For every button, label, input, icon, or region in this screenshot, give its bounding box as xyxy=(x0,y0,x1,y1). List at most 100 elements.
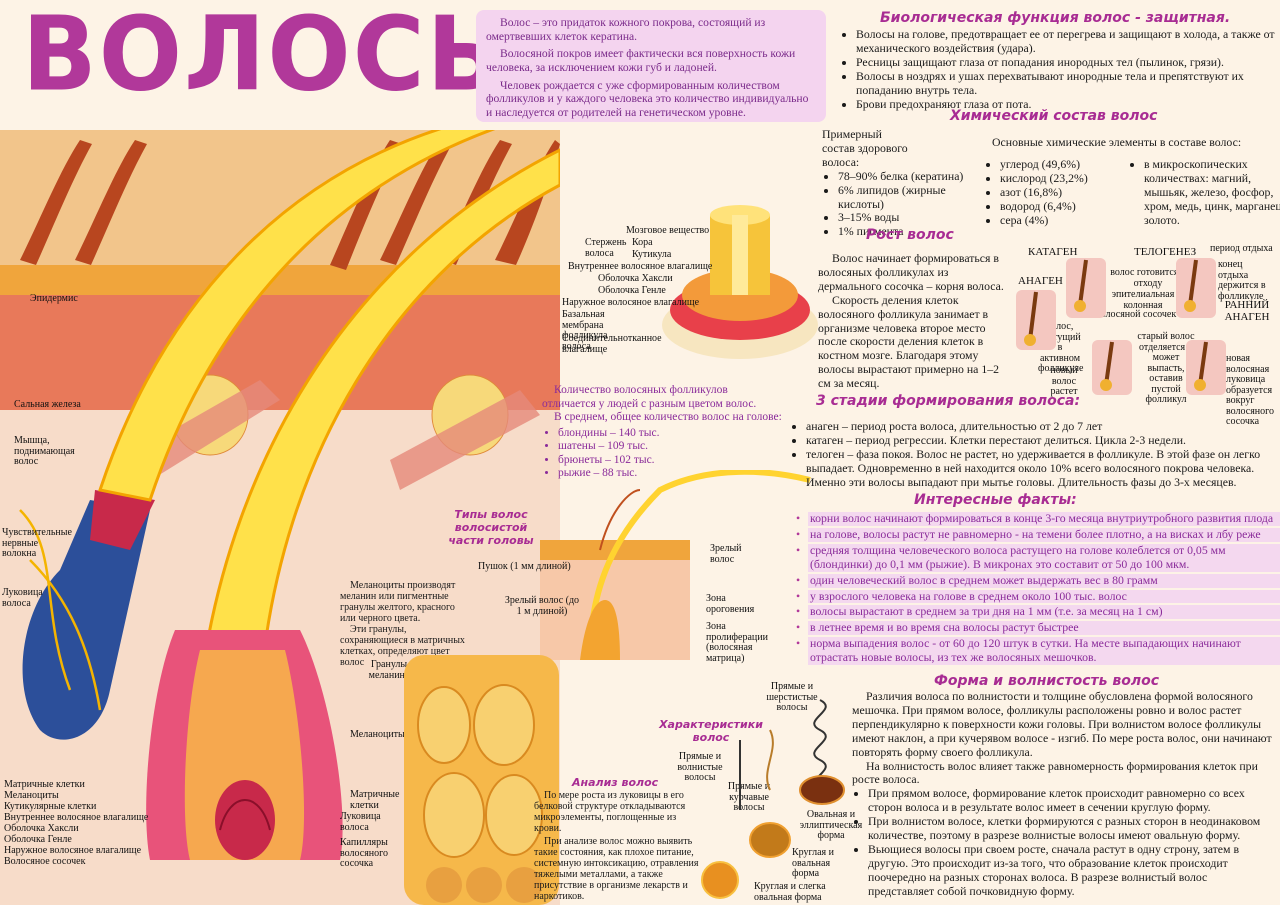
intro-box: Волос – это придаток кожного покрова, со… xyxy=(476,10,826,122)
intro-p2: Волосяной покров имеет фактически вся по… xyxy=(486,47,796,75)
form-p2: На волнистость волос влияет также равном… xyxy=(852,758,1258,787)
chem-left-item: 78–90% белка (кератина) xyxy=(838,169,987,184)
stage-item: катаген – период регрессии. Клетки перес… xyxy=(806,433,1280,448)
fact-item: норма выпадения волос - от 60 до 120 шту… xyxy=(796,636,1280,666)
facts-heading: Интересные факты: xyxy=(914,492,1077,508)
label-bulb: Луковица волоса xyxy=(340,811,381,833)
label-prep: волос готовится к отходу xyxy=(1110,267,1186,289)
label-round-slight: Круглая и слегка овальная форма xyxy=(754,881,826,903)
label-wool: Прямые и шерстистые волосы xyxy=(766,681,818,713)
chem-mid-item: сера (4%) xyxy=(1000,213,1130,228)
analysis-p2: При анализе волос можно выявить такие со… xyxy=(534,836,699,902)
growth-heading: Рост волос xyxy=(866,227,954,243)
chem-mid-item: углерод (49,6%) xyxy=(1000,157,1130,172)
label-cortex: Кора xyxy=(632,237,653,248)
facts-list: корни волос начинают формироваться в кон… xyxy=(794,511,1280,667)
label-connective: Соединительнотканное влагалище xyxy=(562,333,662,355)
label-katagen: КАТАГЕН xyxy=(1028,246,1078,258)
label-new-grows: новый волос растет xyxy=(1050,365,1078,397)
label-fluff: Пушок (1 мм длиной) xyxy=(478,561,571,572)
label-nerves: Чувствительные нервные волокна xyxy=(2,527,72,559)
label-huxley-x: Оболочка Хаксли xyxy=(598,273,673,284)
label-shaft: Стержень волоса xyxy=(585,237,627,259)
label-epidermis: Эпидермис xyxy=(30,293,78,304)
label-round-oval: Круглая и овальная форма xyxy=(792,847,835,879)
bio-item: Волосы на голове, предотвращает ее от пе… xyxy=(856,27,1280,56)
count-item: рыжие – 88 тыс. xyxy=(558,467,782,481)
melanin-p1: Меланоциты производят меланин или пигмен… xyxy=(340,580,456,624)
form-item: При прямом волосе, формирование клеток п… xyxy=(868,786,1272,815)
fact-item: у взрослого человека на голове в среднем… xyxy=(796,589,1280,604)
label-growing: волос, растущий в активном фолликуле xyxy=(1038,321,1084,374)
bio-item: Волосы в ноздрях и ушах перехватывают ин… xyxy=(856,69,1280,98)
analysis-text: По мере роста из луковицы в его белковой… xyxy=(534,790,706,902)
label-melanocytes-left: Меланоциты xyxy=(4,790,59,801)
growth-text: Волос начинает формироваться в волосяных… xyxy=(818,251,1008,391)
count-item: блондины – 140 тыс. xyxy=(558,427,782,441)
label-basal: Базальная мембрана фолликула волоса xyxy=(562,309,608,352)
hair-follicle-illustration xyxy=(0,130,560,905)
label-telogenez: ТЕЛОГЕНЕЗ xyxy=(1134,246,1197,258)
label-henle-x: Оболочка Генле xyxy=(598,285,666,296)
label-cuticle: Кутикула xyxy=(632,249,672,260)
chem-left-title: Примерный состав здорового волоса: xyxy=(822,127,908,169)
character-heading: Характеристики волос xyxy=(659,718,763,745)
form-text: Различия волоса по волнистости и толщине… xyxy=(852,689,1272,899)
label-sebaceous: Сальная железа xyxy=(14,399,81,410)
label-prolif-zone: Зона пролиферации (волосяная матрица) xyxy=(706,621,768,664)
bio-list: Волосы на голове, предотвращает ее от пе… xyxy=(840,27,1280,112)
chem-mid-list: углерод (49,6%) кислород (23,2%) азот (1… xyxy=(984,157,1130,228)
label-early-anagen: РАННИЙ АНАГЕН xyxy=(1224,299,1270,323)
chem-mid-item: водород (6,4%) xyxy=(1000,199,1130,214)
types-heading: Типы волос волосистой части головы xyxy=(448,508,534,548)
bio-heading: Биологическая функция волос - защитная. xyxy=(880,10,1231,26)
stages-heading: 3 стадии формирования волоса: xyxy=(816,393,1081,409)
intro-p3: Человек рождается с уже сформированным к… xyxy=(486,78,809,120)
chem-micro-list: в микроскопических количествах: магний, … xyxy=(1128,157,1280,228)
melanin-text: Меланоциты производят меланин или пигмен… xyxy=(340,580,465,668)
label-bulb-left: Луковица волоса xyxy=(2,587,43,609)
growth-p1: Волос начинает формироваться в волосяных… xyxy=(818,251,1004,293)
label-outer-sheath-x: Наружное волосяное влагалище xyxy=(562,297,700,308)
chem-left-item: 3–15% воды xyxy=(838,211,987,225)
form-heading: Форма и волнистость волос xyxy=(934,673,1160,689)
analysis-p1: По мере роста из луковицы в его белковой… xyxy=(534,790,686,834)
fact-item: средняя толщина человеческого волоса рас… xyxy=(796,543,1280,572)
label-cycle-papilla: волосяной сосочек xyxy=(1096,309,1177,320)
page-title: ВОЛОСЫ xyxy=(22,0,531,115)
label-rest: период отдыха xyxy=(1210,243,1273,254)
label-outer-sheath: Наружное волосяное влагалище xyxy=(4,845,142,856)
melanocyte-illustration xyxy=(404,655,559,905)
label-oval-ellipt: Овальная и эллиптическая форма xyxy=(799,809,863,841)
label-straight-curly: Прямые и курчавые волосы xyxy=(727,781,771,813)
count-p1: Количество волосяных фолликулов отличает… xyxy=(542,384,757,410)
chem-left-item: 6% липидов (жирные кислоты) xyxy=(838,183,987,212)
intro-p1: Волос – это придаток кожного покрова, со… xyxy=(486,16,766,43)
label-capillaries: Капилляры волосяного сосочка xyxy=(340,837,389,869)
bio-item: Ресницы защищают глаза от попадания инор… xyxy=(856,55,1280,70)
growth-p2: Скорость деления клеток волосяного фолли… xyxy=(818,292,1000,391)
label-granules: Гранулы меланина xyxy=(368,659,410,681)
label-mature-small: Зрелый волос (до 1 м длиной) xyxy=(504,595,580,617)
label-papilla: Волосяное сосочек xyxy=(4,856,86,867)
hair-cross-section xyxy=(662,205,818,359)
chem-left: Примерный состав здорового волоса: 78–90… xyxy=(822,127,987,239)
chem-mid-item: азот (16,8%) xyxy=(1000,185,1130,200)
chem-left-item: 1% пигмента xyxy=(838,224,987,239)
label-cuticle-cells: Кутикулярные клетки xyxy=(4,801,97,812)
count-p2: В среднем, общее количество волос на гол… xyxy=(554,411,782,424)
fact-item: волосы вырастают в среднем за три дня на… xyxy=(796,605,1280,620)
label-anagen: АНАГЕН xyxy=(1018,275,1063,287)
label-henle: Оболочка Генле xyxy=(4,834,72,845)
label-inner-sheath: Внутреннее волосяное влагалище xyxy=(4,812,149,823)
form-item: При волнистом волосе, клетки формируются… xyxy=(868,814,1272,843)
label-inner-sheath-x: Внутреннее волосяное влагалище xyxy=(568,261,713,272)
analysis-heading: Анализ волос xyxy=(572,776,659,789)
bio-item: Брови предохраняют глаза от пота. xyxy=(856,97,1280,112)
label-straight: Прямые и волнистые волосы xyxy=(677,751,723,783)
fact-item: на голове, волосы растут не равномерно -… xyxy=(796,527,1280,542)
label-matrix: Матричные клетки xyxy=(350,789,400,811)
label-end-rest: конец отдыха держится в фолликуле xyxy=(1218,259,1266,302)
fact-item: в летнее время и во время сна волосы рас… xyxy=(796,620,1280,636)
count-item: брюнеты – 102 тыс. xyxy=(558,454,782,468)
